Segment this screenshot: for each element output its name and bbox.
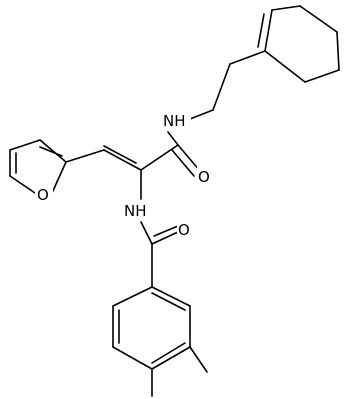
label-background [161, 110, 191, 130]
bond-double [153, 225, 179, 237]
cyclohexene-ring [257, 5, 340, 83]
bond [151, 231, 179, 245]
bond-double [103, 145, 137, 164]
bond-double [151, 342, 186, 364]
bond [112, 346, 153, 370]
bond [9, 139, 41, 151]
bond-double [151, 292, 186, 311]
atom-labels: NH O O NH O [35, 110, 211, 239]
benzamide [140, 221, 179, 288]
methyl-groups [151, 346, 208, 397]
bond [264, 9, 273, 52]
bond [39, 139, 67, 163]
furan-ring [9, 139, 105, 194]
bond [177, 144, 201, 172]
nh-amide-top-label: NH [163, 112, 186, 130]
bond [51, 161, 67, 194]
bond-double [39, 146, 63, 157]
bond [167, 131, 179, 146]
bond [229, 50, 266, 65]
bond [336, 31, 340, 71]
o-furan-label: O [37, 186, 49, 204]
bond [65, 149, 105, 163]
label-background [122, 200, 152, 221]
bond [103, 149, 142, 171]
bond [140, 144, 179, 171]
bond-double-inner [257, 13, 265, 48]
label-background [35, 185, 53, 205]
alkene [103, 145, 142, 200]
bond [140, 221, 153, 245]
label-background [177, 219, 193, 239]
bond [189, 109, 214, 120]
bond [112, 286, 153, 307]
nh-benzamide-label: NH [124, 202, 147, 220]
bond [271, 5, 301, 11]
methyl-bond [189, 346, 208, 373]
bond [299, 5, 338, 33]
bond-double [171, 149, 195, 177]
bond [264, 50, 306, 83]
bond [304, 69, 340, 83]
top-amide [140, 131, 201, 177]
bond [9, 175, 36, 194]
bond [151, 346, 191, 370]
benzene-ring [112, 286, 191, 370]
ethyl-linker [189, 50, 266, 120]
o-benzamide-label: O [178, 221, 190, 239]
label-background [197, 166, 211, 186]
bond [151, 286, 191, 307]
bond [212, 63, 231, 111]
o-amide-top-label: O [198, 168, 210, 186]
